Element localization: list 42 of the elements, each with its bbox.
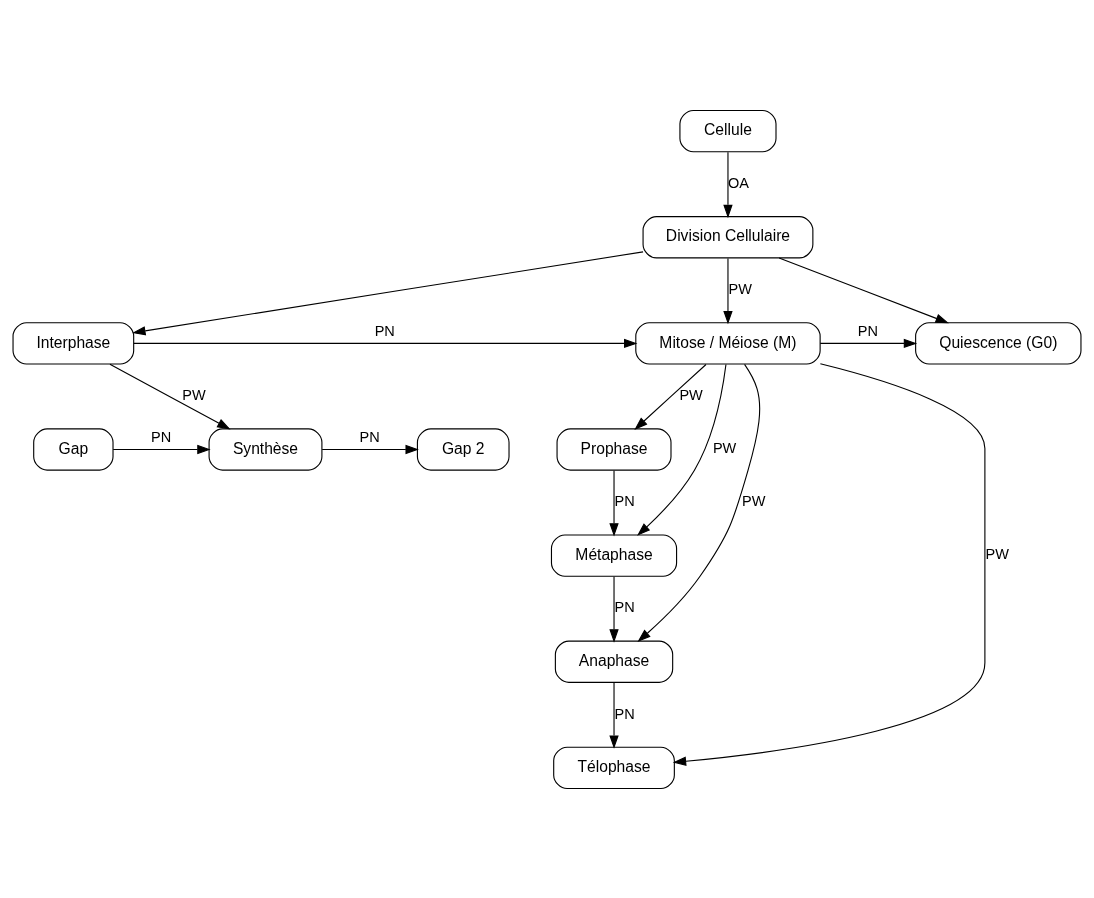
node-box: Division Cellulaire bbox=[642, 215, 814, 258]
arrow bbox=[109, 363, 231, 429]
node-box: Anaphase bbox=[554, 640, 674, 683]
node-box: Interphase bbox=[12, 321, 135, 365]
node-box: Gap bbox=[33, 427, 114, 471]
node-box: Cellule bbox=[679, 109, 777, 152]
arrow bbox=[609, 469, 619, 537]
edge-label: PN bbox=[614, 598, 635, 615]
edge-label: PN bbox=[614, 492, 635, 509]
arrow bbox=[609, 575, 619, 643]
node-box: Métaphase bbox=[550, 533, 678, 577]
edge-label: PN bbox=[150, 428, 172, 445]
edge-label: PN bbox=[374, 322, 395, 339]
edge-label: PW bbox=[182, 386, 206, 403]
arrow bbox=[723, 151, 733, 218]
edge-label: PN bbox=[614, 705, 635, 722]
node-box: Synthèse bbox=[208, 427, 323, 471]
arrow bbox=[637, 363, 761, 642]
node-box: Quiescence (G0) bbox=[915, 321, 1082, 365]
arrow bbox=[112, 444, 211, 454]
edge-label: PW bbox=[728, 280, 752, 297]
edge-label: PW bbox=[679, 386, 703, 403]
edge-label: OA bbox=[728, 174, 750, 191]
arrow bbox=[133, 338, 638, 348]
node-box: Gap 2 bbox=[416, 427, 510, 471]
edge-label: PN bbox=[359, 428, 380, 445]
arrow bbox=[819, 338, 918, 348]
edge-label: PW bbox=[985, 545, 1009, 562]
edge-label: PW bbox=[741, 492, 766, 509]
arrow bbox=[609, 681, 619, 749]
arrow bbox=[321, 444, 419, 454]
node-box: Prophase bbox=[556, 427, 672, 471]
arrow bbox=[723, 257, 733, 324]
arrow bbox=[637, 363, 727, 536]
edge-label: PN bbox=[857, 322, 878, 339]
node-box: Télophase bbox=[553, 746, 675, 789]
arrow bbox=[634, 363, 707, 430]
arrow bbox=[132, 250, 644, 335]
node-box: Mitose / Méiose (M) bbox=[635, 321, 821, 365]
edge-label: PW bbox=[712, 439, 737, 456]
arrow bbox=[672, 362, 986, 766]
arrow bbox=[778, 256, 949, 323]
